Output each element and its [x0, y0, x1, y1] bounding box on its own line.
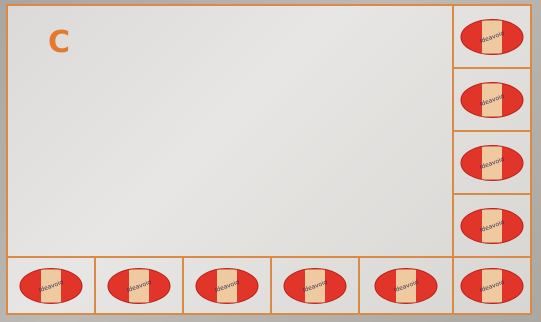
bean-token-icon: Ideavoid: [195, 267, 259, 305]
bean-token-icon: Ideavoid: [460, 144, 524, 182]
token-cell: Ideavoid: [96, 258, 184, 313]
token-cell: Ideavoid: [184, 258, 272, 313]
bean-token-icon: Ideavoid: [374, 267, 438, 305]
bean-token-icon: Ideavoid: [460, 267, 524, 305]
bean-token-icon: Ideavoid: [283, 267, 347, 305]
token-cell: Ideavoid: [360, 258, 454, 313]
bean-token-icon: Ideavoid: [460, 81, 524, 119]
token-cell: Ideavoid: [272, 258, 360, 313]
token-cell: Ideavoid: [454, 6, 530, 69]
token-cell: Ideavoid: [454, 132, 530, 195]
empty-work-area: C: [8, 6, 454, 258]
bottom-token-row: Ideavoid Ideavoid Ideavoid: [8, 258, 530, 313]
bean-token-icon: Ideavoid: [19, 267, 83, 305]
token-cell: Ideavoid: [454, 258, 530, 313]
bean-token-icon: Ideavoid: [107, 267, 171, 305]
bean-token-icon: Ideavoid: [460, 207, 524, 245]
token-cell: Ideavoid: [454, 195, 530, 258]
counting-frame: C Ideavoid Ideavoid: [6, 4, 532, 315]
token-cell: Ideavoid: [8, 258, 96, 313]
token-cell: Ideavoid: [454, 69, 530, 132]
right-token-column: Ideavoid Ideavoid Ideavoid: [454, 6, 530, 258]
bean-token-icon: Ideavoid: [460, 18, 524, 56]
frame-label: C: [48, 28, 70, 58]
